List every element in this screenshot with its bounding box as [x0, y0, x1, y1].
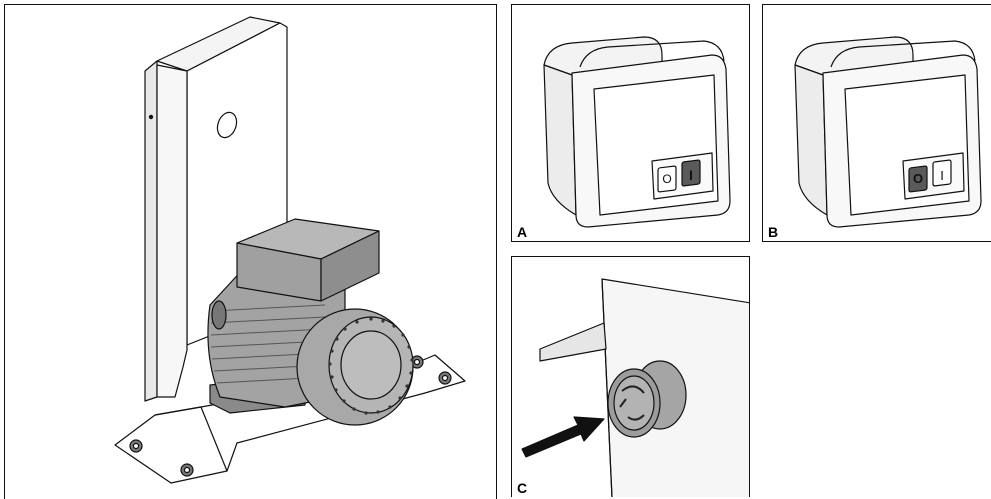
switch-box-top-rib [579, 40, 725, 68]
motor-assembly-illustration [114, 16, 466, 484]
motor-shaft-end [211, 300, 227, 330]
cover-plate-side [144, 60, 158, 402]
motor-assembly-panel [4, 4, 497, 499]
press-direction-arrow [521, 416, 605, 458]
on-button[interactable] [932, 159, 952, 187]
switch-box-top-rib [830, 40, 976, 68]
on-symbol: I [940, 168, 944, 183]
off-button[interactable] [908, 165, 928, 193]
cover-plate-flange [156, 64, 188, 398]
on-button[interactable] [681, 159, 701, 187]
panel-label-c: C [517, 480, 528, 496]
bracket-bolts [129, 355, 452, 477]
rotate-unlock-icon [619, 385, 645, 421]
cover-plate-screw [148, 114, 154, 120]
emergency-stop-illustration [521, 278, 749, 497]
switch-box-illustration-a: O I [543, 36, 731, 228]
panel-c: C [511, 256, 750, 497]
panel-b: O I B [762, 4, 991, 242]
panel-label-a: A [517, 224, 528, 240]
on-symbol: I [689, 167, 693, 183]
off-symbol: O [662, 172, 671, 186]
fan-vent-holes [328, 317, 414, 415]
panel-a: O I A [511, 4, 750, 242]
cover-plate-hole [216, 111, 238, 139]
switch-box-side [794, 64, 828, 216]
panel-label-b: B [768, 224, 779, 240]
switch-box-illustration-b: O I [794, 36, 982, 228]
terminal-box-side [320, 230, 380, 302]
off-button[interactable] [657, 165, 677, 193]
switch-box-side [543, 64, 577, 216]
off-symbol: O [913, 171, 923, 186]
table-edge [539, 322, 607, 362]
